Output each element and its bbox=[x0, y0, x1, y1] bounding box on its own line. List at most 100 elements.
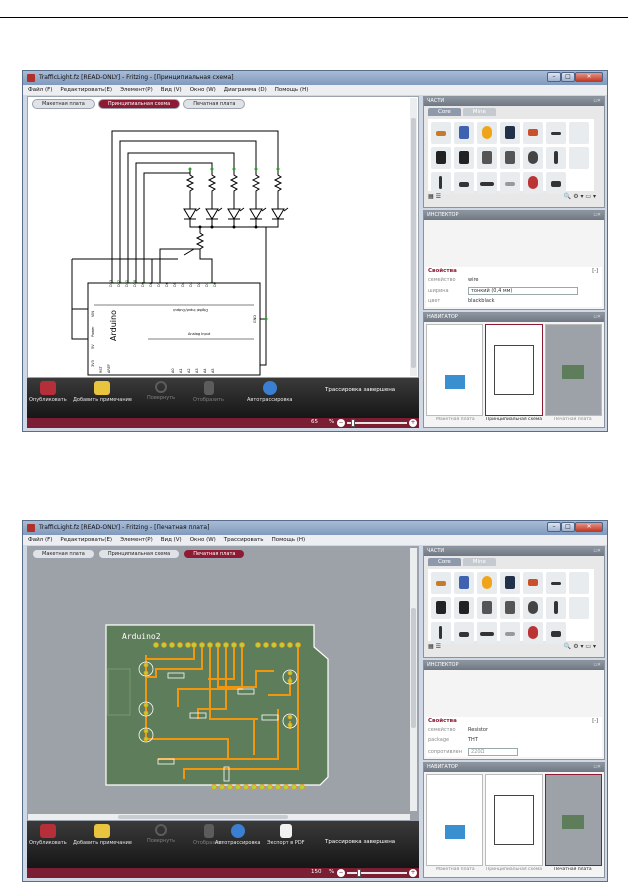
menu-route[interactable]: Трассировать bbox=[223, 537, 264, 543]
menu-view[interactable]: Вид (V) bbox=[160, 87, 182, 93]
part-transistor-n[interactable] bbox=[454, 597, 474, 619]
part-potentiometer[interactable] bbox=[523, 597, 543, 619]
menu-file[interactable]: Файл (F) bbox=[28, 87, 53, 93]
publish-button[interactable]: Опубликовать bbox=[29, 378, 67, 403]
minimize-button[interactable]: – bbox=[547, 522, 561, 532]
maximize-button[interactable]: □ bbox=[561, 522, 575, 532]
arduino-chip[interactable] bbox=[87, 282, 261, 376]
title-bar[interactable]: TrafficLight.fz [READ-ONLY] - Fritzing -… bbox=[23, 521, 607, 535]
part-led-yellow[interactable] bbox=[477, 122, 497, 144]
tab-schematic[interactable]: Принципиальная схема bbox=[97, 99, 181, 109]
part-transistor-n[interactable] bbox=[454, 147, 474, 169]
part-pin[interactable] bbox=[431, 172, 451, 194]
nav-thumb-pcb[interactable] bbox=[544, 774, 602, 866]
zoom-out-button[interactable]: − bbox=[337, 869, 345, 877]
part-header[interactable] bbox=[477, 172, 497, 194]
part-crystal[interactable] bbox=[500, 172, 520, 194]
scroll-thumb-horizontal[interactable] bbox=[118, 815, 288, 819]
horizontal-scrollbar[interactable] bbox=[28, 814, 410, 820]
tab-pcb[interactable]: Печатная плата bbox=[183, 549, 246, 559]
close-button[interactable]: ✕ bbox=[575, 72, 603, 82]
search-icon[interactable]: 🔍 ⚙ ▾ ▭ ▾ bbox=[563, 643, 596, 650]
menu-window[interactable]: Окно (W) bbox=[189, 87, 216, 93]
part-capacitor[interactable] bbox=[500, 572, 520, 594]
autoroute-button[interactable]: Автотрассировка bbox=[215, 821, 261, 846]
nav-thumb-schematic[interactable] bbox=[485, 774, 543, 866]
pcb-canvas[interactable]: Макетная плата Принципиальная схема Печа… bbox=[27, 546, 419, 821]
zoom-slider-handle[interactable] bbox=[357, 869, 361, 877]
bin-tab-mine[interactable]: Mine bbox=[462, 558, 496, 566]
tab-schematic[interactable]: Принципиальная схема bbox=[97, 549, 181, 559]
zoom-in-button[interactable]: + bbox=[409, 419, 417, 427]
pcb-board[interactable] bbox=[105, 624, 329, 786]
dock-close-icon[interactable]: ▫✕ bbox=[593, 662, 601, 668]
part-diode[interactable] bbox=[546, 122, 566, 144]
flip-button[interactable]: Отобразить bbox=[193, 821, 224, 846]
resistance-select[interactable]: 220Ω bbox=[468, 748, 518, 756]
bin-tab-mine[interactable]: Mine bbox=[462, 108, 496, 116]
part-regulator[interactable] bbox=[500, 147, 520, 169]
rotate-button[interactable]: Повернуть bbox=[147, 378, 175, 401]
menu-edit[interactable]: Редактировать(E) bbox=[60, 537, 113, 543]
add-note-button[interactable]: Добавить примечание bbox=[73, 821, 132, 846]
scroll-thumb[interactable] bbox=[411, 608, 416, 728]
menu-help[interactable]: Помощь (H) bbox=[274, 87, 309, 93]
part-header[interactable] bbox=[477, 622, 497, 644]
collapse-toggle[interactable]: [-] bbox=[592, 718, 598, 724]
part-button[interactable] bbox=[523, 622, 543, 644]
zoom-out-button[interactable]: − bbox=[337, 419, 345, 427]
bin-tab-core[interactable]: Core bbox=[428, 108, 461, 116]
part-button[interactable] bbox=[523, 172, 543, 194]
part-coil[interactable] bbox=[523, 572, 543, 594]
dock-close-icon[interactable]: ▫✕ bbox=[593, 212, 601, 218]
dock-close-icon[interactable]: ▫✕ bbox=[593, 314, 601, 320]
vertical-scrollbar[interactable] bbox=[410, 548, 417, 811]
tab-breadboard[interactable]: Макетная плата bbox=[32, 549, 95, 559]
menu-file[interactable]: Файл (F) bbox=[28, 537, 53, 543]
add-note-button[interactable]: Добавить примечание bbox=[73, 378, 132, 403]
part-led-yellow[interactable] bbox=[477, 572, 497, 594]
part-battery[interactable] bbox=[546, 147, 566, 169]
rotate-button[interactable]: Повернуть bbox=[147, 821, 175, 844]
part-coil[interactable] bbox=[523, 122, 543, 144]
zoom-slider[interactable] bbox=[347, 419, 407, 427]
menu-part[interactable]: Элемент(P) bbox=[120, 87, 153, 93]
tab-breadboard[interactable]: Макетная плата bbox=[32, 99, 95, 109]
menu-edit[interactable]: Редактировать(E) bbox=[60, 87, 113, 93]
close-button[interactable]: ✕ bbox=[575, 522, 603, 532]
part-resistor[interactable] bbox=[431, 122, 451, 144]
width-select[interactable]: тонкий (0,4 мм) bbox=[468, 287, 578, 295]
part-battery[interactable] bbox=[546, 597, 566, 619]
autoroute-button[interactable]: Автотрассировка bbox=[247, 378, 293, 403]
export-pdf-button[interactable]: Экспорт в PDF bbox=[267, 821, 305, 846]
vertical-scrollbar[interactable] bbox=[410, 98, 417, 376]
collapse-toggle[interactable]: [-] bbox=[592, 268, 598, 274]
title-bar[interactable]: TrafficLight.fz [READ-ONLY] - Fritzing -… bbox=[23, 71, 607, 85]
zoom-slider-handle[interactable] bbox=[351, 419, 355, 427]
menu-part[interactable]: Элемент(P) bbox=[120, 537, 153, 543]
part-pin[interactable] bbox=[431, 622, 451, 644]
publish-button[interactable]: Опубликовать bbox=[29, 821, 67, 846]
part-capacitor[interactable] bbox=[500, 122, 520, 144]
tab-pcb[interactable]: Печатная плата bbox=[183, 99, 246, 109]
dock-close-icon[interactable]: ▫✕ bbox=[593, 98, 601, 104]
scroll-thumb[interactable] bbox=[411, 118, 416, 368]
nav-thumb-breadboard[interactable] bbox=[426, 774, 484, 866]
part-switch[interactable] bbox=[454, 172, 474, 194]
nav-thumb-breadboard[interactable] bbox=[426, 324, 484, 416]
flip-button[interactable]: Отобразить bbox=[193, 378, 224, 403]
part-transistor-p[interactable] bbox=[431, 147, 451, 169]
part-crystal[interactable] bbox=[500, 622, 520, 644]
view-mode-icon[interactable]: ▦ ☰ bbox=[428, 193, 441, 200]
part-switch[interactable] bbox=[454, 622, 474, 644]
dock-close-icon[interactable]: ▫✕ bbox=[593, 764, 601, 770]
part-mosfet[interactable] bbox=[477, 597, 497, 619]
zoom-in-button[interactable]: + bbox=[409, 869, 417, 877]
maximize-button[interactable]: □ bbox=[561, 72, 575, 82]
menu-view[interactable]: Вид (V) bbox=[160, 537, 182, 543]
menu-diagram[interactable]: Диаграмма (D) bbox=[223, 87, 267, 93]
dock-close-icon[interactable]: ▫✕ bbox=[593, 548, 601, 554]
schematic-canvas[interactable]: Макетная плата Принципиальная схема Печа… bbox=[27, 96, 419, 378]
part-mosfet[interactable] bbox=[477, 147, 497, 169]
part-led[interactable] bbox=[454, 122, 474, 144]
